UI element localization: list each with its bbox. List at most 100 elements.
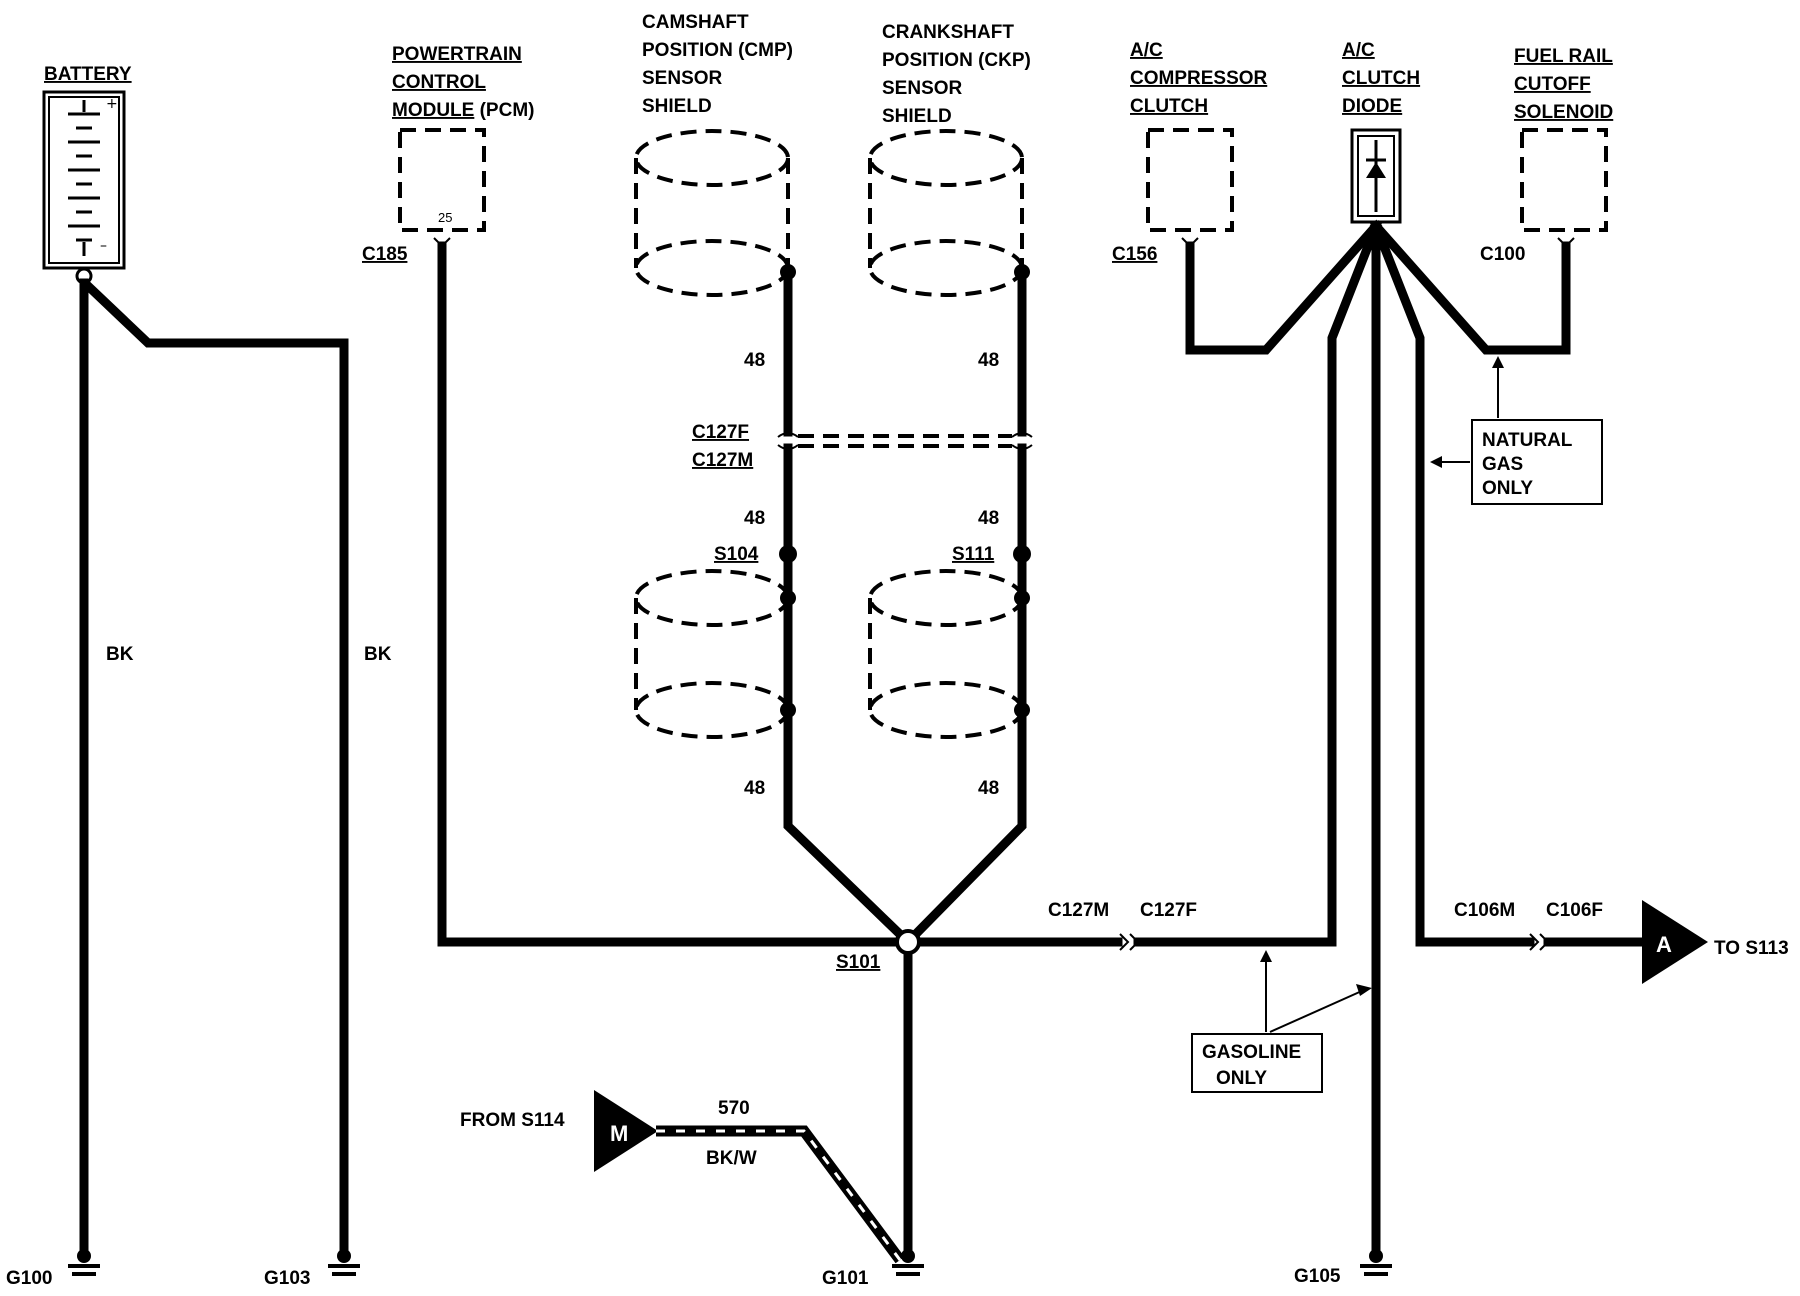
ckp-shield-bottom-icon <box>868 569 1024 739</box>
battery: BATTERY + – <box>42 64 132 285</box>
from-s114-reference: FROM S114 M <box>460 1090 658 1172</box>
cmp-label-3: SENSOR <box>642 68 723 89</box>
wire-pcm-to-s101 <box>437 241 913 947</box>
ac-clutch-label-1: A/C <box>1130 40 1163 61</box>
marker-m-label: M <box>610 1121 628 1146</box>
wire-diode-to-fuel-rail <box>1369 219 1571 355</box>
circuit-570-label: 570 <box>718 1098 750 1119</box>
marker-m-icon <box>594 1090 658 1172</box>
splice-s101-label: S101 <box>836 952 881 973</box>
fuel-rail-label-3: SOLENOID <box>1514 102 1613 123</box>
cmp-shield-bottom-icon <box>634 569 790 739</box>
ground-icon <box>892 1249 924 1276</box>
splice-s101-icon <box>895 929 921 955</box>
circuit-48-label-1: 48 <box>744 350 765 371</box>
wire-bk-label-2: BK <box>364 644 392 665</box>
ground-g100-label: G100 <box>6 1268 52 1289</box>
ckp-label-4: SHIELD <box>882 106 952 127</box>
connector-c100: C100 <box>1480 244 1525 265</box>
cmp-shield-bottom-upper-terminal-icon <box>780 590 796 606</box>
cmp-sensor-shield: CAMSHAFT POSITION (CMP) SENSOR SHIELD <box>634 12 793 739</box>
ckp-shield-bottom-upper-terminal-icon <box>1014 590 1030 606</box>
wire-c127-to-diode <box>1133 220 1382 947</box>
wire-battery-to-g103 <box>81 279 349 1255</box>
gasoline-label-1: GASOLINE <box>1202 1042 1301 1063</box>
wire-570-bkw <box>656 1125 905 1264</box>
battery-plus-icon: + <box>106 96 118 112</box>
ac-diode-label-2: CLUTCH <box>1342 68 1420 89</box>
connector-c127m-right: C127M <box>1048 900 1109 921</box>
battery-label: BATTERY <box>44 64 132 85</box>
ground-icon <box>328 1249 360 1276</box>
ac-compressor-clutch: A/C COMPRESSOR CLUTCH C156 <box>1112 40 1268 265</box>
connector-c127f-upper: C127F <box>692 422 749 443</box>
connector-c156: C156 <box>1112 244 1157 265</box>
note-arrow-icon <box>1356 984 1372 996</box>
circuit-48-label-2: 48 <box>744 508 765 529</box>
fuel-rail-cutoff-solenoid: FUEL RAIL CUTOFF SOLENOID C100 <box>1480 46 1613 265</box>
ac-clutch-diode: A/C CLUTCH DIODE <box>1342 40 1420 224</box>
circuit-48-label-5: 48 <box>978 508 999 529</box>
wire-bkw-label: BK/W <box>706 1148 757 1169</box>
gasoline-only-note: GASOLINE ONLY <box>1191 950 1372 1093</box>
fuel-rail-label-2: CUTOFF <box>1514 74 1591 95</box>
circuit-48-label-3: 48 <box>744 778 765 799</box>
pcm-box <box>398 128 486 232</box>
ckp-label-2: POSITION (CKP) <box>882 50 1031 71</box>
splice-s104-label: S104 <box>714 544 759 565</box>
connector-c106m: C106M <box>1454 900 1515 921</box>
ckp-label-1: CRANKSHAFT <box>882 22 1014 43</box>
cmp-label-1: CAMSHAFT <box>642 12 749 33</box>
battery-minus-icon: – <box>100 238 107 254</box>
connector-c127f-right: C127F <box>1140 900 1197 921</box>
ac-clutch-label-2: COMPRESSOR <box>1130 68 1268 89</box>
ckp-sensor-shield: CRANKSHAFT POSITION (CKP) SENSOR SHIELD <box>868 22 1031 739</box>
pcm: POWERTRAIN CONTROL MODULE (PCM) 25 C185 <box>362 44 535 265</box>
gasoline-label-2: ONLY <box>1216 1068 1267 1089</box>
ground-icon <box>1360 1249 1392 1276</box>
wire-ckp-48-lower <box>901 443 1027 949</box>
natural-gas-label-3: ONLY <box>1482 478 1533 499</box>
ac-clutch-label-3: CLUTCH <box>1130 96 1208 117</box>
diode-icon <box>1366 140 1386 212</box>
marker-a-icon <box>1642 900 1708 984</box>
cmp-label-2: POSITION (CMP) <box>642 40 793 61</box>
ac-diode-label-1: A/C <box>1342 40 1375 61</box>
cmp-label-4: SHIELD <box>642 96 712 117</box>
connector-c185: C185 <box>362 244 408 265</box>
wire-bk-label-1: BK <box>106 644 134 665</box>
ckp-shield-top-icon <box>868 129 1024 297</box>
pcm-label-2: CONTROL <box>392 72 486 93</box>
fuel-rail-connector-icon <box>1557 237 1575 248</box>
connector-c127-inline <box>777 432 1033 450</box>
connector-c127m-upper: C127M <box>692 450 753 471</box>
natural-gas-label-2: GAS <box>1482 454 1523 475</box>
note-arrow-icon <box>1430 456 1442 468</box>
splice-s111-label: S111 <box>952 544 995 565</box>
circuit-48-label-4: 48 <box>978 350 999 371</box>
fuel-rail-label-1: FUEL RAIL <box>1514 46 1613 67</box>
ground-g101-label: G101 <box>822 1268 869 1289</box>
note-arrow-icon <box>1260 950 1272 962</box>
ground-icon <box>68 1249 100 1276</box>
ckp-shield-top-terminal-icon <box>1014 264 1030 280</box>
to-s113-label: TO S113 <box>1714 938 1789 959</box>
ground-g100: G100 <box>6 1249 100 1289</box>
connector-c106f: C106F <box>1546 900 1603 921</box>
cmp-shield-top-icon <box>634 129 790 297</box>
natural-gas-only-note: NATURAL GAS ONLY <box>1430 356 1603 505</box>
ckp-shield-bottom-lower-terminal-icon <box>1014 702 1030 718</box>
wire-cmp-48-lower <box>783 443 915 949</box>
battery-cells-icon <box>68 100 100 256</box>
ground-g103: G103 <box>264 1249 360 1289</box>
wire-570-stripe <box>656 1129 902 1261</box>
ac-clutch-box <box>1146 128 1234 232</box>
natural-gas-label-1: NATURAL <box>1482 430 1573 451</box>
pcm-pin-label: 25 <box>438 210 452 225</box>
pcm-label-3: MODULE (PCM) <box>392 100 535 121</box>
ckp-label-3: SENSOR <box>882 78 963 99</box>
circuit-48-label-6: 48 <box>978 778 999 799</box>
ground-g105: G105 <box>1294 1249 1392 1287</box>
ground-g103-label: G103 <box>264 1268 310 1289</box>
from-s114-label: FROM S114 <box>460 1110 565 1131</box>
